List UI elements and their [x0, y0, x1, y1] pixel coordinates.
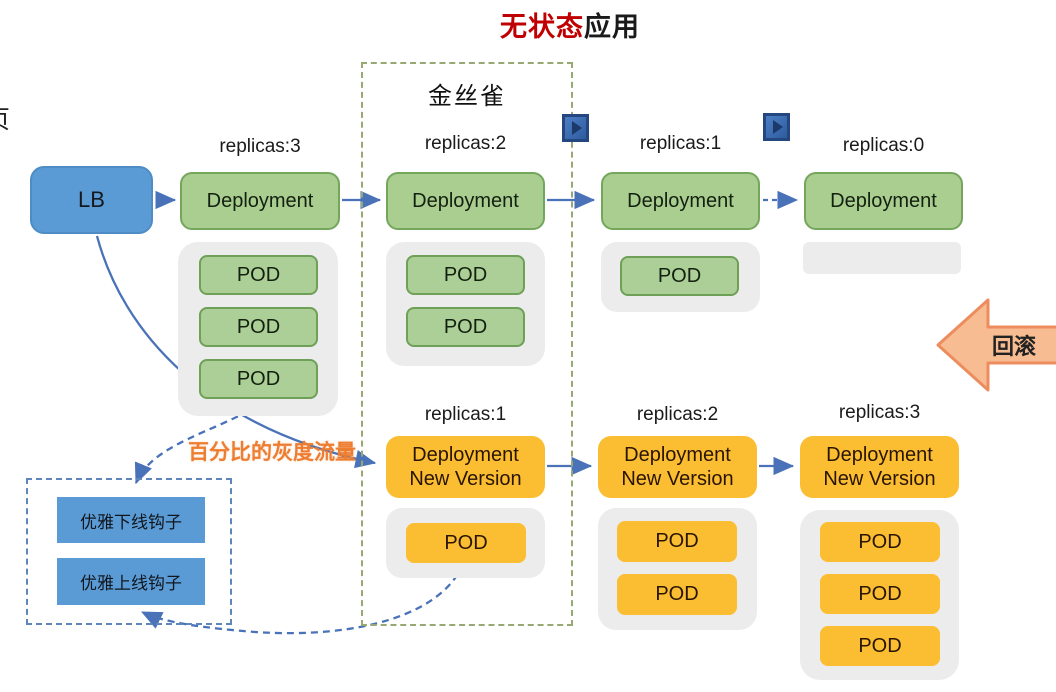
replicas-label-old-2: replicas:2: [424, 133, 507, 154]
title-rest: 应用: [584, 11, 640, 42]
canary-boundary: [361, 62, 573, 626]
left-edge-clipped-glyph: 页: [0, 100, 10, 136]
replicas-label-old-4: replicas:0: [842, 135, 925, 156]
deployment-old-3: Deployment: [601, 172, 760, 230]
deployment-new-line2: New Version: [409, 468, 522, 490]
pod: POD: [620, 256, 739, 296]
deployment-old-4: Deployment: [804, 172, 963, 230]
replicas-label-new-1: replicas:1: [424, 404, 507, 425]
deployment-new-line2: New Version: [823, 468, 936, 490]
hooks-panel: [26, 478, 232, 625]
pod: POD: [820, 574, 940, 614]
pod: POD: [617, 574, 737, 615]
play-step-icon-1: [562, 114, 589, 142]
pod: POD: [406, 307, 525, 347]
deployment-old-2: Deployment: [386, 172, 545, 230]
deployment-new-line1: Deployment: [826, 443, 933, 466]
deployment-new-line1: Deployment: [412, 443, 519, 466]
play-step-icon-2: [763, 113, 790, 141]
pod: POD: [820, 522, 940, 562]
pod-group-old-4-empty: [803, 242, 961, 274]
offline-hook: 优雅下线钩子: [57, 497, 205, 543]
page-title: 无状态应用: [400, 6, 740, 42]
pod: POD: [617, 521, 737, 562]
rollback-label: 回滚: [991, 334, 1036, 359]
pod: POD: [199, 307, 318, 347]
title-highlight: 无状态: [500, 11, 584, 42]
pod: POD: [820, 626, 940, 666]
pod: POD: [199, 255, 318, 295]
canary-label: 金丝雀: [428, 82, 506, 110]
deployment-new-line1: Deployment: [624, 443, 731, 466]
replicas-label-old-1: replicas:3: [219, 136, 301, 157]
pod: POD: [406, 255, 525, 295]
replicas-label-new-3: replicas:3: [838, 402, 921, 423]
lb-box: LB: [30, 166, 153, 234]
gray-traffic-label: 百分比的灰度流量: [188, 441, 356, 464]
replicas-label-new-2: replicas:2: [636, 404, 719, 425]
deployment-new-line2: New Version: [621, 468, 734, 490]
pod: POD: [406, 523, 526, 563]
deployment-old-1: Deployment: [180, 172, 340, 230]
replicas-label-old-3: replicas:1: [639, 133, 722, 154]
pod: POD: [199, 359, 318, 399]
online-hook: 优雅上线钩子: [57, 558, 205, 605]
rollback-arrow: [936, 298, 1056, 392]
